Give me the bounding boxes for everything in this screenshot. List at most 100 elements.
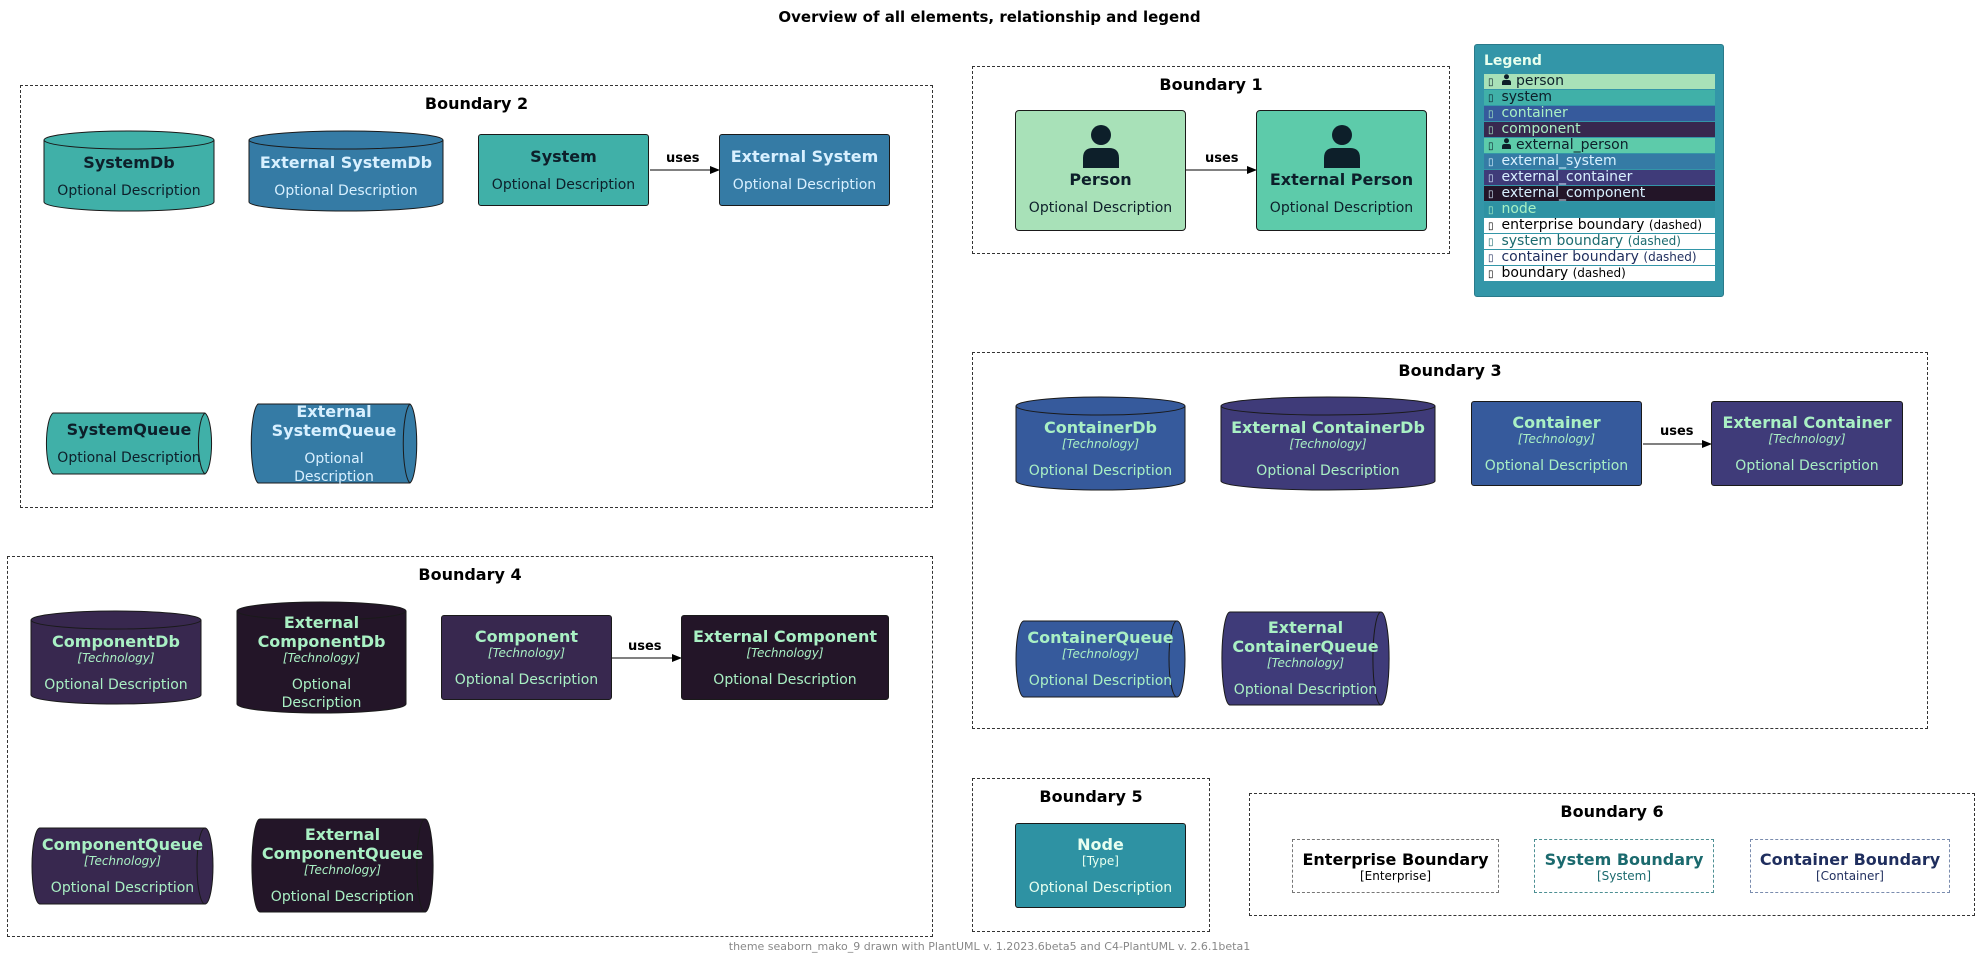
element-technology: [Technology] <box>1061 436 1140 451</box>
element-name: External ComponentQueue <box>261 825 424 863</box>
legend-item: ▯person <box>1484 74 1715 89</box>
element-name: Component <box>474 626 579 646</box>
database-icon <box>1015 396 1186 491</box>
container-boundary[interactable]: Container Boundary [Container] <box>1750 839 1950 893</box>
component-queue[interactable]: ComponentQueue [Technology] Optional Des… <box>31 827 214 905</box>
component-db[interactable]: ComponentDb [Technology] Optional Descri… <box>30 610 202 705</box>
legend-glyph-icon: ▯ <box>1488 93 1494 104</box>
legend-glyph-icon: ▯ <box>1488 77 1494 88</box>
element-name: ContainerQueue <box>1027 628 1174 647</box>
element-technology: [Technology] <box>1289 436 1367 451</box>
element-description: Optional Description <box>57 182 201 199</box>
legend-item: ▯ boundary (dashed) <box>1484 266 1715 281</box>
legend-item: ▯ system <box>1484 90 1715 105</box>
legend-label: enterprise boundary <box>1501 217 1645 233</box>
external-person[interactable]: External Person Optional Description <box>1256 110 1427 231</box>
system-queue[interactable]: SystemQueue Optional Description <box>44 412 214 475</box>
element-description: Optional Description <box>1256 462 1400 479</box>
element-description: Optional Description <box>454 671 599 688</box>
element-name: ComponentQueue <box>41 835 204 854</box>
legend: Legend ▯person▯ system▯ container▯ compo… <box>1474 44 1724 297</box>
boundary-title: Boundary 6 <box>1560 802 1664 821</box>
node[interactable]: Node [Type] Optional Description <box>1015 823 1186 908</box>
system-db[interactable]: SystemDb Optional Description <box>43 130 215 212</box>
legend-label: external_component <box>1501 185 1646 201</box>
container-queue[interactable]: ContainerQueue [Technology] Optional Des… <box>1015 620 1186 698</box>
container-db[interactable]: ContainerDb [Technology] Optional Descri… <box>1015 396 1186 491</box>
element-name: External Container <box>1722 412 1892 432</box>
element-name: ContainerDb <box>1044 417 1157 437</box>
person-icon <box>1323 125 1360 168</box>
diagram-title: Overview of all elements, relationship a… <box>778 8 1201 26</box>
person[interactable]: Person Optional Description <box>1015 110 1186 231</box>
element-name: External ComponentDb <box>257 613 386 651</box>
database-icon <box>43 130 215 212</box>
queue-icon <box>45 412 213 475</box>
legend-suffix: (dashed) <box>1648 218 1703 232</box>
element-type: [Container] <box>1815 868 1884 883</box>
legend-glyph-icon: ▯ <box>1488 173 1494 184</box>
element-name: External Person <box>1269 170 1414 189</box>
legend-item: ▯ container <box>1484 106 1715 121</box>
element-type: [Type] <box>1082 853 1119 868</box>
queue-icon <box>1015 620 1186 698</box>
external-system[interactable]: External System Optional Description <box>719 134 890 206</box>
element-technology: [Technology] <box>303 863 382 877</box>
external-component[interactable]: External Component [Technology] Optional… <box>681 615 889 700</box>
element-name: External ContainerQueue <box>1232 618 1379 656</box>
boundary-1: Boundary 1 <box>972 66 1450 254</box>
system-boundary[interactable]: System Boundary [System] <box>1534 839 1714 893</box>
element-name: System Boundary <box>1544 849 1704 869</box>
element-name: Container Boundary <box>1759 849 1941 869</box>
element-name: SystemQueue <box>66 420 192 439</box>
legend-suffix: (dashed) <box>1572 266 1626 280</box>
legend-label: external_person <box>1516 137 1629 153</box>
element-type: [Enterprise] <box>1359 868 1432 883</box>
boundary-title: Boundary 1 <box>1159 75 1263 94</box>
legend-item: ▯ system boundary (dashed) <box>1484 234 1715 249</box>
element-type: [System] <box>1596 868 1652 883</box>
external-container[interactable]: External Container [Technology] Optional… <box>1711 401 1903 486</box>
boundary-title: Boundary 4 <box>418 565 522 584</box>
legend-item: ▯ component <box>1484 122 1715 137</box>
element-description: Optional Description <box>1028 879 1173 896</box>
external-system-queue[interactable]: External SystemQueue Optional Descriptio… <box>249 402 419 485</box>
legend-glyph-icon: ▯ <box>1488 253 1494 264</box>
external-component-db[interactable]: External ComponentDb [Technology] Option… <box>236 601 407 714</box>
element-description: Optional Description <box>713 671 857 688</box>
component[interactable]: Component [Technology] Optional Descript… <box>441 615 612 700</box>
legend-suffix: (dashed) <box>1627 234 1681 248</box>
element-description: Optional Description <box>1028 200 1173 216</box>
external-container-queue[interactable]: External ContainerQueue [Technology] Opt… <box>1221 611 1390 706</box>
legend-item: ▯ external_system <box>1484 154 1715 169</box>
queue-icon <box>250 403 418 484</box>
boundary-title: Boundary 2 <box>424 94 529 113</box>
person-icon <box>1502 138 1511 149</box>
element-description: Optional Description <box>1484 457 1629 474</box>
relationship-label: uses <box>1660 424 1694 439</box>
boundary-6: Boundary 6 <box>1249 793 1975 916</box>
queue-icon <box>31 827 214 905</box>
enterprise-boundary[interactable]: Enterprise Boundary [Enterprise] <box>1292 839 1499 893</box>
element-name: ComponentDb <box>52 631 180 651</box>
database-icon <box>1220 396 1436 491</box>
external-container-db[interactable]: External ContainerDb [Technology] Option… <box>1220 396 1436 491</box>
boundary-title: Boundary 3 <box>1398 361 1502 380</box>
database-icon <box>30 610 202 705</box>
relationship-label: uses <box>628 639 662 654</box>
element-name: Person <box>1069 170 1132 189</box>
legend-title: Legend <box>1484 53 1542 69</box>
element-name: SystemDb <box>83 152 175 172</box>
system[interactable]: System Optional Description <box>478 134 649 206</box>
external-system-db[interactable]: External SystemDb Optional Description <box>248 130 444 212</box>
legend-item: ▯ node <box>1484 202 1715 217</box>
boundary-4: Boundary 4 <box>7 556 933 937</box>
boundary-title: Boundary 5 <box>1039 787 1143 806</box>
external-component-queue[interactable]: External ComponentQueue [Technology] Opt… <box>251 818 434 913</box>
container[interactable]: Container [Technology] Optional Descript… <box>1471 401 1642 486</box>
element-technology: [Technology] <box>487 645 566 660</box>
element-description: Optional Description <box>274 182 418 199</box>
legend-label: node <box>1501 201 1537 217</box>
legend-label: external_system <box>1501 153 1617 169</box>
